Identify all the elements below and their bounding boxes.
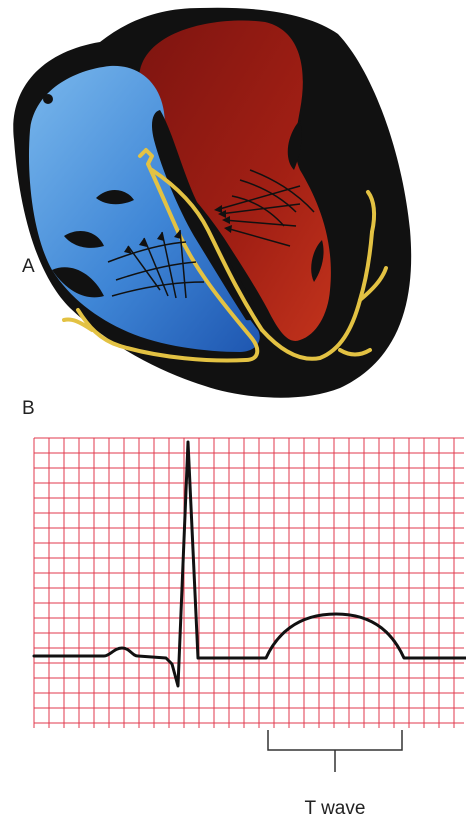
- heart-diagram: [0, 0, 466, 400]
- panel-b-label: B: [22, 398, 35, 420]
- ecg-trace-line: [34, 442, 466, 686]
- vessel-dot: [43, 94, 53, 104]
- ecg-grid: [34, 438, 464, 728]
- ecg-tracing: [0, 430, 466, 825]
- t-wave-label: T wave: [290, 798, 380, 820]
- t-wave-bracket: [268, 730, 402, 772]
